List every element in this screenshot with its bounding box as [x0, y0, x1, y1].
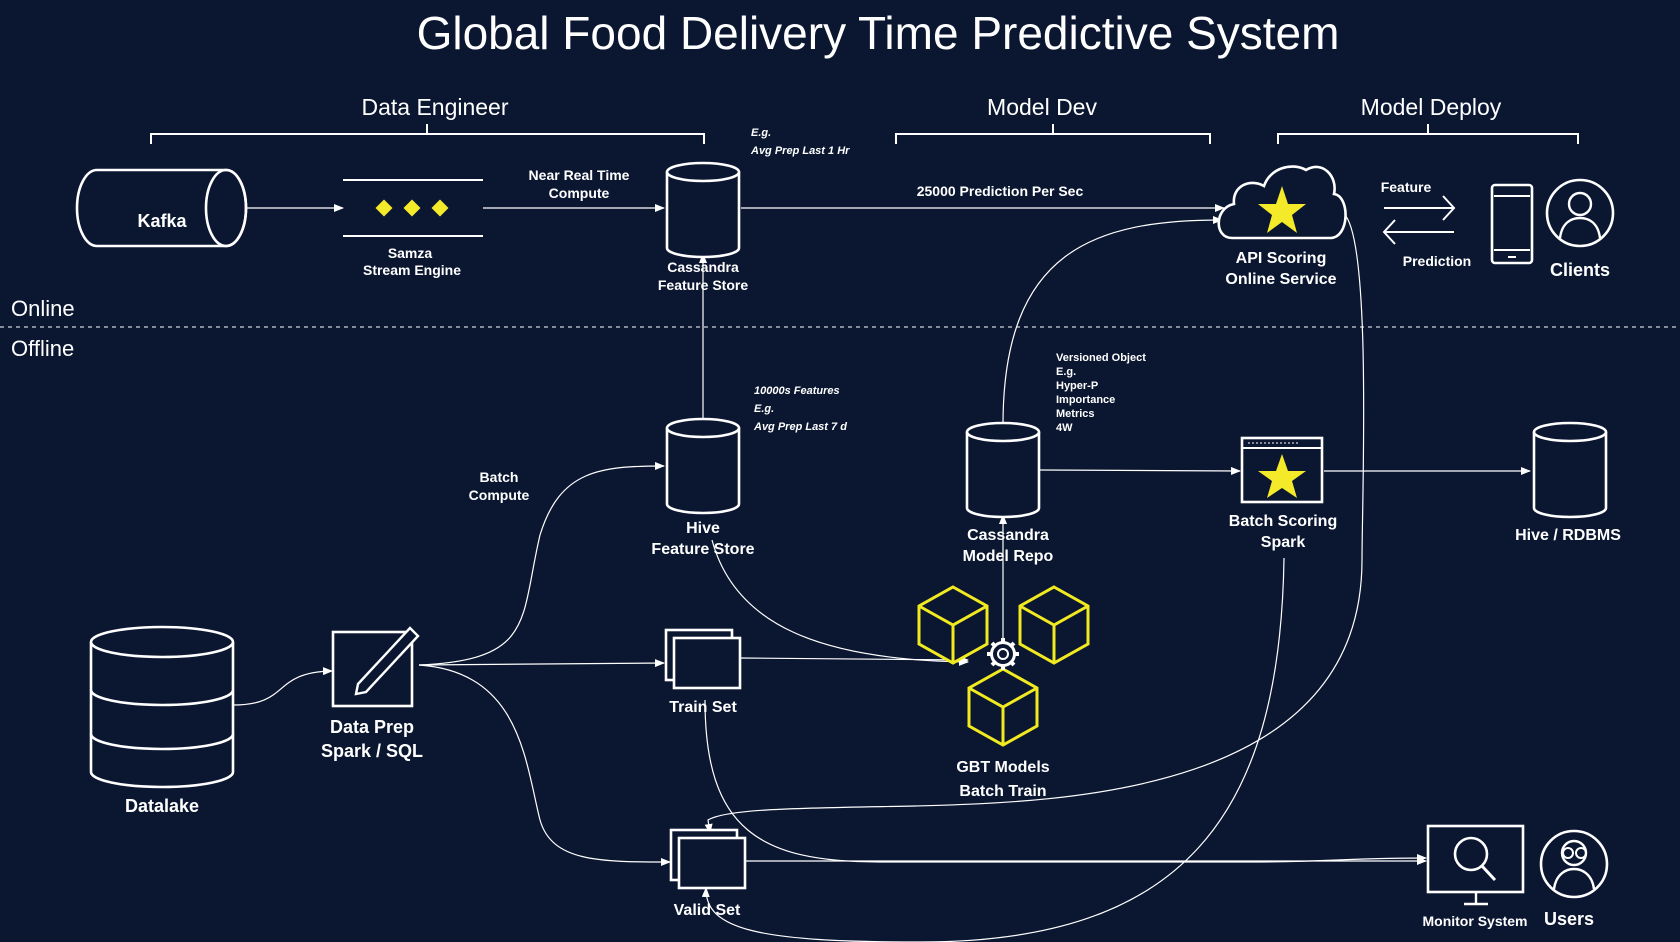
valid-set-node: Valid Set — [669, 828, 747, 919]
cube-icon — [917, 585, 989, 665]
phone-icon — [1490, 183, 1534, 265]
versioned-object-label-2: E.g. — [1056, 366, 1076, 378]
data-prep-label-2: Spark / SQL — [321, 741, 423, 761]
gbt-models-label-2: Batch Train — [959, 783, 1046, 800]
monitor-system-node: Monitor System — [1422, 824, 1528, 929]
api-scoring-label-2: Online Service — [1225, 271, 1336, 288]
edge-batch-validset — [701, 557, 1285, 942]
hive-feature-store-label-2: Feature Store — [651, 541, 754, 558]
datalake-label: Datalake — [125, 796, 199, 816]
user-icon — [1545, 178, 1615, 248]
hive-feature-store-node: Hive Feature Store — [651, 417, 755, 558]
section-data-engineer: Data Engineer — [361, 94, 508, 120]
batch-scoring-label-2: Spark — [1261, 534, 1306, 551]
edge-dataprep-validset — [418, 664, 671, 866]
monitor-system-label: Monitor System — [1422, 913, 1527, 929]
api-scoring-node: API Scoring Online Service — [1217, 165, 1347, 288]
feature-prediction-exchange: Feature Prediction — [1381, 179, 1472, 269]
cylinder-icon — [665, 161, 741, 259]
offline-features-label-2: E.g. — [754, 403, 774, 415]
bracket-data-engineer — [150, 124, 705, 144]
hive-feature-store-label-1: Hive — [686, 520, 720, 537]
batch-scoring-label-1: Batch Scoring — [1229, 513, 1337, 530]
cylinder-icon — [1532, 421, 1608, 519]
stack-icon — [664, 628, 742, 690]
kafka-label: Kafka — [137, 211, 187, 231]
versioned-object-label-6: 4W — [1056, 422, 1073, 434]
zone-online-label: Online — [11, 296, 75, 321]
page-title: Global Food Delivery Time Predictive Sys… — [417, 7, 1340, 59]
versioned-object-annotation: Versioned Object E.g. Hyper-P Importance… — [1056, 352, 1146, 434]
hive-rdbms-node: Hive / RDBMS — [1515, 421, 1621, 544]
versioned-object-label-5: Metrics — [1056, 408, 1095, 420]
batch-compute-label-2: Compute — [469, 487, 530, 503]
bracket-model-dev — [895, 124, 1211, 144]
prediction-rate-label: 25000 Prediction Per Sec — [917, 183, 1084, 199]
section-model-deploy: Model Deploy — [1361, 94, 1502, 120]
valid-set-label: Valid Set — [674, 902, 741, 919]
cylinder-icon — [965, 421, 1041, 519]
cassandra-model-repo-node: Cassandra Model Repo — [963, 421, 1054, 565]
gbt-models-node: GBT Models Batch Train — [917, 585, 1090, 800]
offline-features-label-3: Avg Prep Last 7 d — [753, 421, 847, 433]
edge-api-validset — [704, 213, 1365, 834]
zone-offline-label: Offline — [11, 336, 74, 361]
train-set-label: Train Set — [669, 699, 737, 716]
edge-modelrepo-batch — [1039, 466, 1241, 475]
samza-node: Samza Stream Engine — [343, 179, 483, 278]
gear-icon — [987, 638, 1019, 670]
cassandra-feature-store-label-1: Cassandra — [667, 259, 739, 275]
cassandra-model-repo-label-2: Model Repo — [963, 548, 1054, 565]
data-prep-label-1: Data Prep — [330, 717, 414, 737]
online-example-label-1: E.g. — [751, 127, 771, 139]
edge-dataprep-hive — [418, 462, 665, 666]
magnifier-icon — [1426, 824, 1525, 906]
cube-icon — [1018, 585, 1090, 665]
samza-label-1: Samza — [388, 245, 433, 261]
near-real-time-label-1: Near Real Time — [529, 167, 630, 183]
versioned-object-label-4: Importance — [1056, 394, 1115, 406]
edge-dataprep-trainset — [418, 659, 665, 668]
clients-node: Clients — [1545, 178, 1615, 280]
cassandra-feature-store-node: Cassandra Feature Store — [658, 161, 748, 293]
data-prep-node: Data Prep Spark / SQL — [321, 626, 423, 761]
edge-trainset-gbt — [740, 655, 969, 664]
connectors — [233, 204, 1531, 942]
cassandra-model-repo-label-1: Cassandra — [967, 527, 1049, 544]
batch-scoring-node: Batch Scoring Spark — [1229, 436, 1337, 551]
versioned-object-label-1: Versioned Object — [1056, 352, 1146, 364]
prediction-label: Prediction — [1403, 253, 1471, 269]
cylinder-icon — [665, 417, 741, 515]
online-example-label-2: Avg Prep Last 1 Hr — [750, 145, 850, 157]
bracket-model-deploy — [1277, 124, 1579, 144]
api-scoring-label-1: API Scoring — [1236, 250, 1327, 267]
versioned-object-label-3: Hyper-P — [1056, 380, 1098, 392]
edge-datalake-dataprep — [233, 667, 333, 706]
edge-modelrepo-api — [1002, 216, 1223, 426]
near-real-time-label-2: Compute — [549, 185, 610, 201]
clients-label: Clients — [1550, 260, 1610, 280]
edge-trainset-monitor — [704, 699, 1427, 863]
batch-compute-label-1: Batch — [480, 469, 519, 485]
gbt-models-label-1: GBT Models — [956, 759, 1049, 776]
train-set-node: Train Set — [664, 628, 742, 716]
users-node: Users — [1539, 829, 1609, 929]
stack-icon — [669, 828, 747, 890]
users-label: Users — [1544, 909, 1594, 929]
datalake-node: Datalake — [89, 625, 235, 816]
offline-features-label-1: 10000s Features — [754, 385, 840, 397]
feature-label: Feature — [1381, 179, 1432, 195]
cassandra-feature-store-label-2: Feature Store — [658, 277, 748, 293]
section-model-dev: Model Dev — [987, 94, 1097, 120]
database-icon — [89, 625, 235, 789]
hive-rdbms-label: Hive / RDBMS — [1515, 527, 1621, 544]
cube-icon — [967, 667, 1039, 747]
samza-label-2: Stream Engine — [363, 262, 461, 278]
kafka-node: Kafka — [75, 168, 248, 248]
